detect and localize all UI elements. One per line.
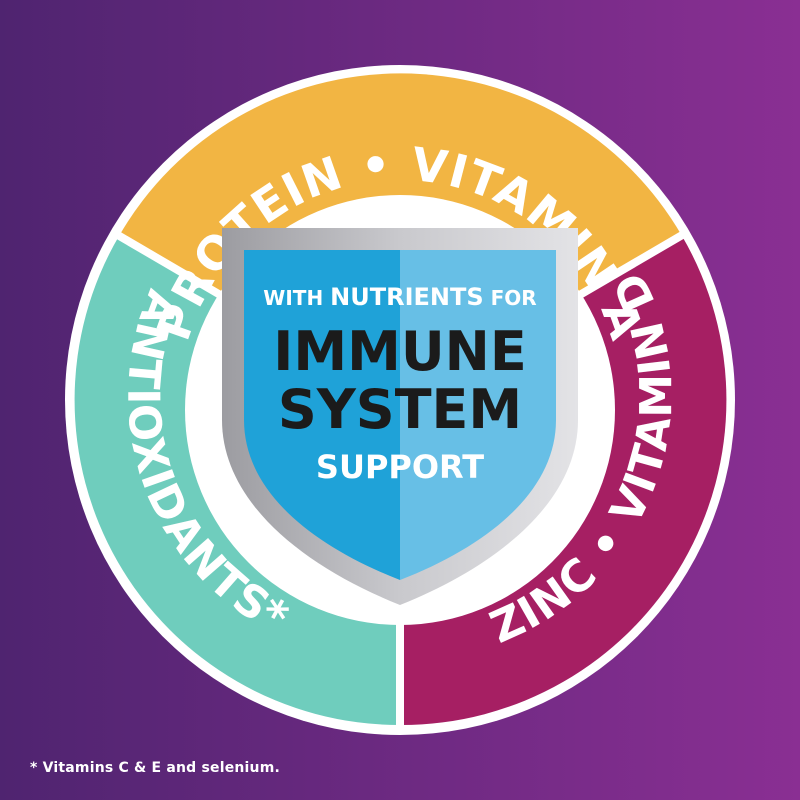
shield-line2-immune: IMMUNE: [273, 320, 527, 383]
white-frame-bottom: [0, 745, 800, 800]
shield-line1: WITH NUTRIENTS FOR: [263, 283, 536, 311]
shield: WITH NUTRIENTS FOR IMMUNE SYSTEM SUPPORT: [222, 228, 578, 605]
footnote: * Vitamins C & E and selenium.: [30, 760, 281, 776]
shield-line4-support: SUPPORT: [316, 448, 484, 486]
shield-face-left: [244, 250, 400, 580]
shield-line3-system: SYSTEM: [278, 378, 522, 441]
shield-face-right: [400, 250, 556, 580]
